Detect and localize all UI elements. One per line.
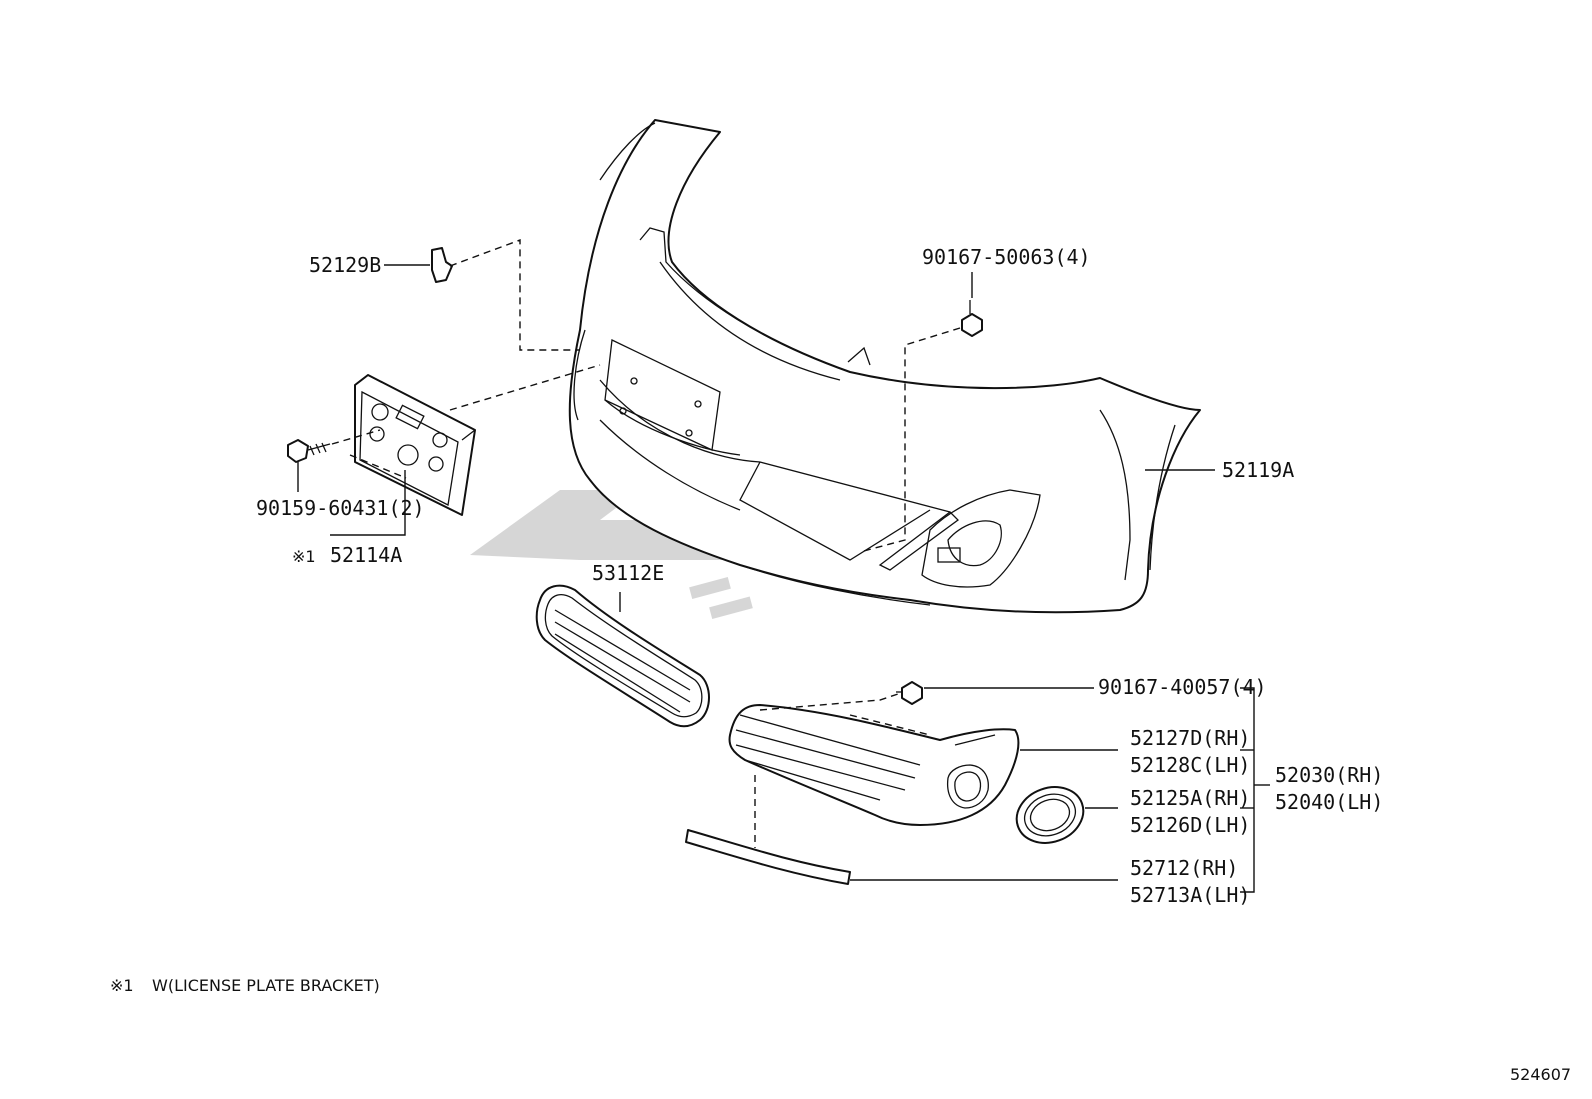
label-90167-50063: 90167-50063(4) bbox=[922, 245, 1091, 269]
label-52129B: 52129B bbox=[309, 253, 381, 277]
molding-52712 bbox=[685, 829, 851, 885]
label-90167-40057: 90167-40057(4) bbox=[1098, 675, 1267, 699]
label-52125A: 52125A(RH) bbox=[1130, 786, 1250, 810]
clip-52129B bbox=[431, 238, 580, 351]
label-52127D: 52127D(RH) bbox=[1130, 726, 1250, 750]
fog-lamp-ring-52125A bbox=[1015, 786, 1085, 844]
footnote-text: W(LICENSE PLATE BRACKET) bbox=[152, 976, 380, 995]
part-labels: 52129B 90167-50063(4) 52119A 90159-60431… bbox=[256, 245, 1383, 907]
label-52128C: 52128C(LH) bbox=[1130, 753, 1250, 777]
bolt-90167-50063 bbox=[859, 300, 983, 553]
label-52114A: 52114A bbox=[330, 543, 402, 567]
label-52119A: 52119A bbox=[1222, 458, 1294, 482]
diagram-number: 524607 bbox=[1510, 1065, 1571, 1084]
label-52126D: 52126D(LH) bbox=[1130, 813, 1250, 837]
leader-lines bbox=[297, 264, 1270, 893]
license-plate-bracket-52114A bbox=[354, 364, 601, 516]
label-90159-60431: 90159-60431(2) bbox=[256, 496, 425, 520]
label-52713A: 52713A(LH) bbox=[1130, 883, 1250, 907]
label-53112E: 53112E bbox=[592, 561, 664, 585]
screw-90159-60431 bbox=[287, 429, 407, 479]
label-52030: 52030(RH) bbox=[1275, 763, 1383, 787]
bumper-cover-52119A bbox=[568, 119, 1201, 614]
lower-grille-cover bbox=[728, 689, 1020, 848]
footnote-mark: ※1 bbox=[110, 976, 134, 995]
label-52040: 52040(LH) bbox=[1275, 790, 1383, 814]
radiator-grille-53112E bbox=[535, 584, 710, 728]
bolt-90167-40057 bbox=[896, 681, 923, 705]
label-52114A-mark: ※1 bbox=[292, 547, 316, 566]
label-52712: 52712(RH) bbox=[1130, 856, 1238, 880]
footnote: ※1 W(LICENSE PLATE BRACKET) bbox=[110, 976, 380, 995]
